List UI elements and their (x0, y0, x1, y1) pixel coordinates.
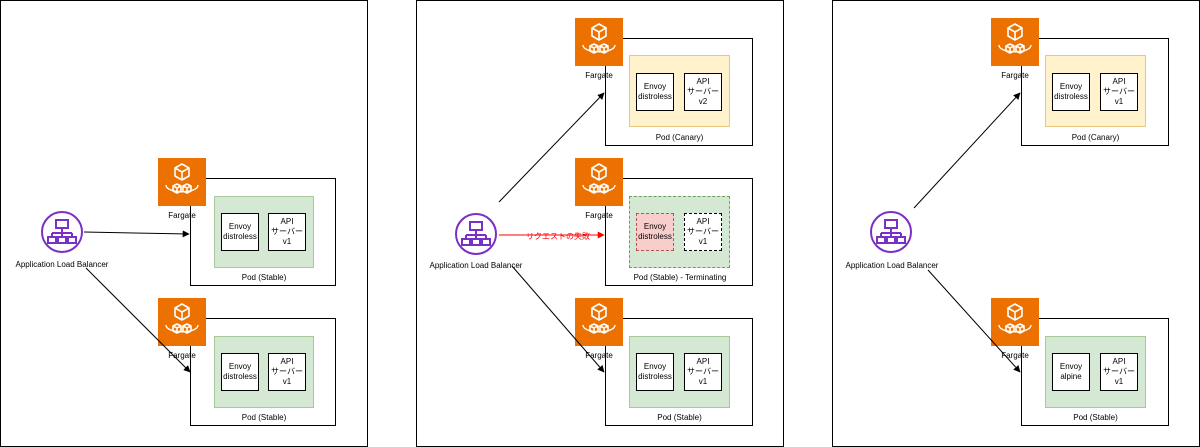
envoy-container: Envoy distroless (221, 353, 259, 391)
pod-label: Pod (Stable) (241, 273, 287, 282)
api-server-container: API サーバー v1 (1100, 353, 1138, 391)
fargate-icon (575, 298, 623, 346)
fargate-label: Fargate (585, 71, 613, 80)
fargate-label: Fargate (1001, 71, 1029, 80)
fargate-icon (575, 158, 623, 206)
envoy-container-failed: Envoy distroless (636, 213, 674, 251)
arrow-to-node (511, 265, 605, 373)
fargate-icon (991, 18, 1039, 66)
fargate-label: Fargate (168, 211, 196, 220)
arrow-to-node (83, 230, 190, 238)
alb-label: Application Load Balancer (15, 260, 109, 269)
load-balancer-icon (40, 210, 84, 254)
fargate-label: Fargate (585, 351, 613, 360)
fargate-icon (158, 158, 206, 206)
fargate-icon (158, 298, 206, 346)
api-server-container: API サーバー v1 (268, 353, 306, 391)
envoy-container: Envoy distroless (1052, 73, 1090, 111)
load-balancer-icon (869, 210, 913, 254)
api-server-container: API サーバー v2 (684, 73, 722, 111)
envoy-container: Envoy distroless (221, 213, 259, 251)
alb-label: Application Load Balancer (845, 261, 939, 270)
alb-label: Application Load Balancer (429, 261, 523, 270)
fargate-label: Fargate (168, 351, 196, 360)
pod-label: Pod (Canary) (655, 133, 704, 142)
arrow-to-node (85, 267, 191, 373)
arrow-to-node (927, 269, 1021, 373)
envoy-container: Envoy alpine (1052, 353, 1090, 391)
arrow-to-node (498, 92, 605, 203)
api-server-container: API サーバー v1 (268, 213, 306, 251)
fargate-icon (991, 298, 1039, 346)
pod-label: Pod (Canary) (1071, 133, 1120, 142)
envoy-container: Envoy distroless (636, 73, 674, 111)
request-failure-label: リクエストの失敗 (522, 232, 594, 242)
pod-label: Pod (Stable) (241, 413, 287, 422)
arrow-to-node (913, 92, 1021, 209)
pod-label: Pod (Stable) (657, 413, 702, 422)
api-server-container: API サーバー v1 (684, 213, 722, 251)
pod-label: Pod (Stable) (1073, 413, 1118, 422)
pod-label: Pod (Stable) - Terminating (633, 273, 727, 282)
envoy-container: Envoy distroless (636, 353, 674, 391)
api-server-container: API サーバー v1 (684, 353, 722, 391)
fargate-label: Fargate (585, 211, 613, 220)
api-server-container: API サーバー v1 (1100, 73, 1138, 111)
fargate-label: Fargate (1001, 351, 1029, 360)
fargate-icon (575, 18, 623, 66)
load-balancer-icon (454, 212, 498, 256)
